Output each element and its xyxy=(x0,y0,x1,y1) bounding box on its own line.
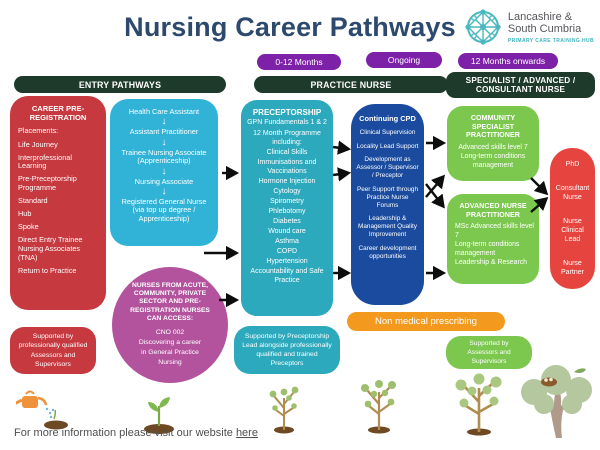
list-item: Spirometry xyxy=(270,197,304,205)
circle-body-line: CNO 002 xyxy=(155,328,185,336)
community-specialist-practitioner-box: COMMUNITY SPECIALIST PRACTITIONER Advanc… xyxy=(447,106,539,181)
column-header-practice-nurse: PRACTICE NURSE xyxy=(254,76,448,93)
logo-tagline: PRIMARY CARE TRAINING HUB xyxy=(507,37,594,44)
down-arrow-icon: ↓ xyxy=(161,185,167,197)
progression-step: Registered General Nurse (via top up deg… xyxy=(121,196,207,223)
panel-subtitle: GPN Fundamentals 1 & 2 xyxy=(247,119,327,126)
panel-subtitle: 12 Month Programme including: xyxy=(253,129,321,146)
down-arrow-icon: ↓ xyxy=(161,136,167,148)
timeline-badge-12-months-onwards: 12 Months onwards xyxy=(458,53,558,69)
list-item: Hypertension xyxy=(266,258,308,266)
column-header-entry-pathways: ENTRY PATHWAYS xyxy=(14,76,226,93)
non-medical-prescribing-bar: Non medical prescribing xyxy=(347,312,505,331)
list-item: Hub xyxy=(18,209,32,219)
assessors-support-note: Supported by Assessors and Supervisors xyxy=(446,336,532,369)
panel-title: PRECEPTORSHIP xyxy=(252,108,322,117)
advanced-nurse-practitioner-box: ADVANCED NURSE PRACTITIONER MSc Advanced… xyxy=(447,194,539,284)
box-title: ADVANCED NURSE PRACTITIONER xyxy=(459,201,527,219)
mature-tree-nest-icon xyxy=(521,365,592,438)
list-item: Leadership & Management Quality Improvem… xyxy=(358,215,417,238)
timeline-badge-0-12-months: 0-12 Months xyxy=(257,54,341,70)
list-item: Placements: xyxy=(18,126,59,136)
list-item: Clinical Skills xyxy=(266,149,308,157)
panel-title: Continuing CPD xyxy=(359,114,416,123)
list-item: Life Journey xyxy=(18,139,58,149)
circle-body-line: in General Practice xyxy=(141,348,199,356)
list-item: Peer Support through Practice Nurse Foru… xyxy=(356,185,419,209)
list-item: Immunisations and Vaccinations xyxy=(257,159,317,175)
logo-name-line1: Lancashire & xyxy=(507,11,573,23)
list-item: Clinical Supervision xyxy=(359,129,416,136)
network-hub-logo-icon xyxy=(463,7,503,52)
footer-text: For more information please visit our we… xyxy=(14,427,236,439)
footer-note: For more information please visit our we… xyxy=(14,427,258,439)
list-item: Development as Assessor / Supervisor / P… xyxy=(356,156,419,179)
entry-progression-panel: Health Care Assistant ↓ Assistant Practi… xyxy=(110,99,218,246)
list-item: Leadership & Research xyxy=(455,259,528,267)
website-link[interactable]: here xyxy=(235,427,258,439)
list-item: Pre-Preceptorship Programme xyxy=(18,174,77,192)
list-item: COPD xyxy=(276,248,298,256)
circle-body-line: Discovering a career xyxy=(138,338,202,346)
progression-step: Health Care Assistant xyxy=(128,107,200,116)
down-arrow-icon: ↓ xyxy=(161,116,167,128)
preceptorship-panel: PRECEPTORSHIP GPN Fundamentals 1 & 2 12 … xyxy=(241,100,333,316)
continuing-cpd-panel: Continuing CPD Clinical Supervision Loca… xyxy=(351,104,424,305)
org-logo: Lancashire & South Cumbria PRIMARY CARE … xyxy=(463,7,594,52)
list-item: Interprofessional Learning xyxy=(18,152,72,171)
large-tree-icon xyxy=(455,373,502,436)
list-item: Nurse Partner xyxy=(561,259,584,276)
small-tree-icon xyxy=(269,386,299,434)
list-item: Locality Lead Support xyxy=(356,142,419,150)
timeline-badge-ongoing: Ongoing xyxy=(366,52,442,68)
list-item: Accountability and Safe Practice xyxy=(250,268,324,284)
box-title: COMMUNITY SPECIALIST PRACTITIONER xyxy=(466,113,520,140)
logo-name-line2: South Cumbria xyxy=(507,23,582,36)
down-arrow-icon: ↓ xyxy=(161,165,167,177)
list-item: MSc Advanced skills level 7 xyxy=(455,223,534,240)
medium-tree-icon xyxy=(361,380,396,434)
list-item: Standard xyxy=(18,196,48,206)
list-item: Nurse Clinical Lead xyxy=(561,217,584,243)
list-item: Return to Practice xyxy=(18,265,77,275)
list-item: Spoke xyxy=(18,222,39,232)
list-item: Career development opportunities xyxy=(358,244,417,260)
list-item: Cytology xyxy=(273,187,301,195)
senior-roles-panel: PhD Consultant Nurse Nurse Clinical Lead… xyxy=(550,148,595,289)
column-header-specialist-advanced-consultant: SPECIALIST / ADVANCED / CONSULTANT NURSE xyxy=(446,72,595,98)
list-item: Long-term conditions management xyxy=(455,241,520,258)
list-item: Wound care xyxy=(268,228,306,235)
nurses-access-circle: NURSES FROM ACUTE, COMMUNITY, PRIVATE SE… xyxy=(112,267,228,383)
watering-can-seed-icon xyxy=(16,390,68,430)
list-item: Diabetes xyxy=(273,217,301,225)
list-item: Asthma xyxy=(275,238,299,246)
circle-title: NURSES FROM ACUTE, COMMUNITY, PRIVATE SE… xyxy=(130,281,210,323)
circle-body-line: Nursing xyxy=(158,359,182,367)
list-item: Phlebotomy xyxy=(268,207,306,215)
progression-step: Trainee Nursing Associate (Apprenticeshi… xyxy=(121,147,207,166)
list-item: Hormone Injection xyxy=(258,177,316,185)
list-item: Consultant Nurse xyxy=(555,184,590,201)
career-pre-registration-panel: CAREER PRE-REGISTRATION Placements: Life… xyxy=(10,96,106,310)
pre-registration-support-note: Supported by professionally qualified As… xyxy=(10,327,96,374)
panel-title: CAREER PRE-REGISTRATION xyxy=(29,104,87,122)
list-item: Advanced skills level 7 xyxy=(458,143,528,151)
list-item: PhD xyxy=(565,161,580,168)
progression-step: Assistant Practitioner xyxy=(129,127,199,137)
progression-step: Nursing Associate xyxy=(134,176,194,186)
page-title: Nursing Career Pathways xyxy=(124,12,456,42)
list-item: Direct Entry Trainee Nursing Associates … xyxy=(18,235,83,262)
list-item: Long-term conditions management xyxy=(460,152,526,169)
preceptorship-support-note: Supported by Preceptorship Lead alongsid… xyxy=(234,326,340,374)
